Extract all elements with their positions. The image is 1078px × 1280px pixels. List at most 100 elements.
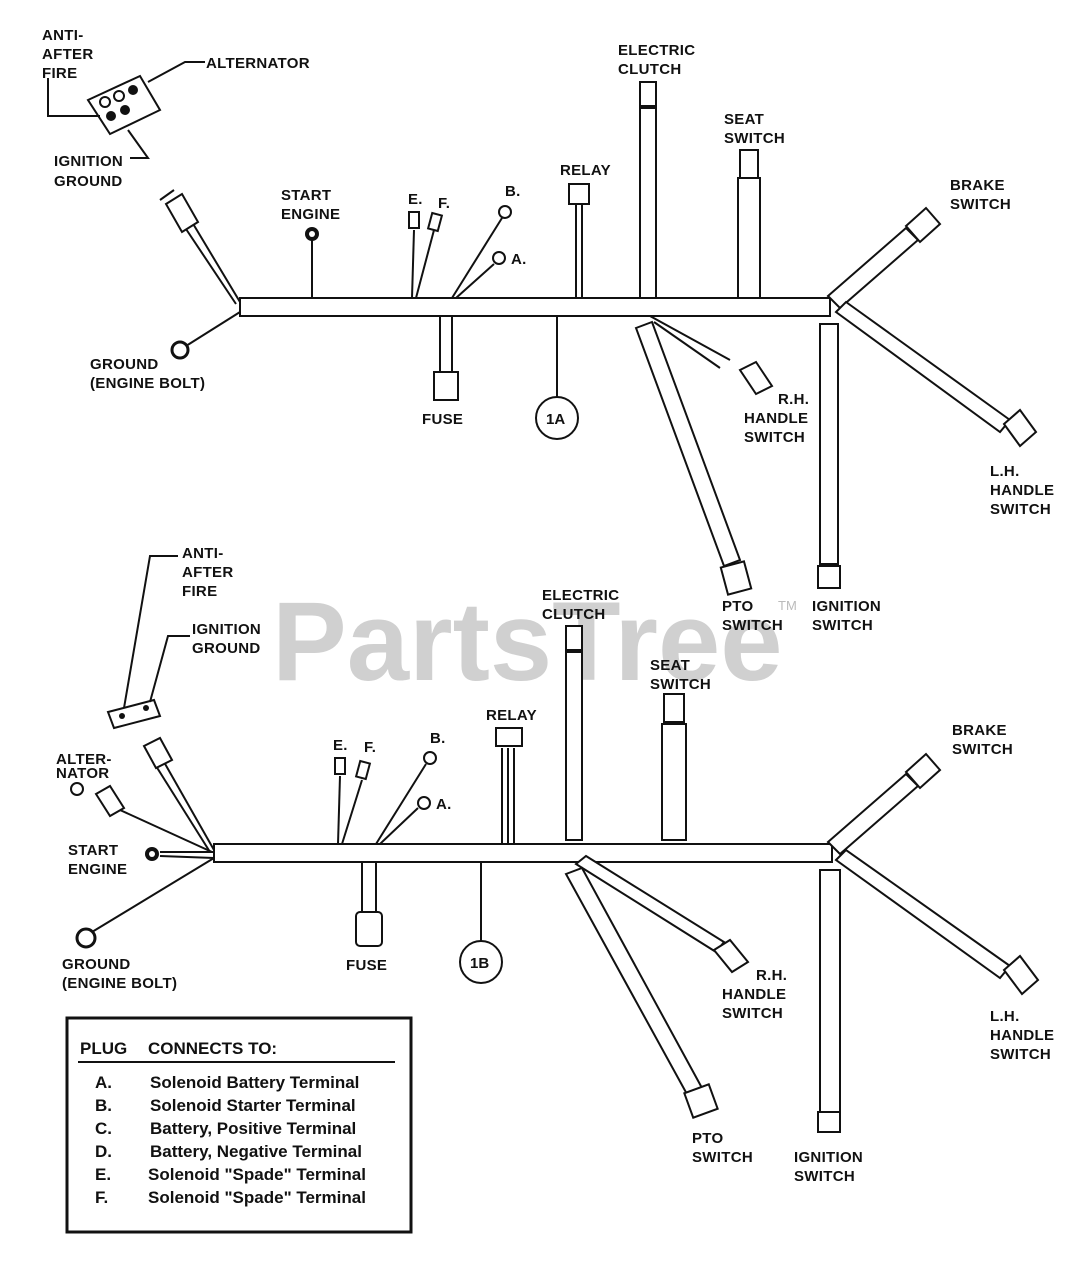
label-ground-1: GROUND <box>90 356 158 373</box>
brake-switch-connector <box>826 752 942 856</box>
label-brake-switch-1: BRAKE <box>950 177 1005 194</box>
label-ground-2: (ENGINE BOLT) <box>90 375 205 392</box>
trademark: TM <box>778 598 797 613</box>
harness-trunk <box>239 297 831 317</box>
label-start-engine-1: START <box>68 842 118 859</box>
label-brake-switch-1: BRAKE <box>952 722 1007 739</box>
plug-b-a <box>375 751 437 845</box>
label-lh-handle-3: SWITCH <box>990 1046 1051 1063</box>
label-brake-switch-2: SWITCH <box>950 196 1011 213</box>
plug-b-a <box>451 205 512 299</box>
label-brake-switch-2: SWITCH <box>952 741 1013 758</box>
label-ignition-ground-1: IGNITION <box>54 153 123 170</box>
label-pto-switch-1: PTO <box>692 1130 723 1147</box>
electric-clutch-connector <box>565 625 583 841</box>
label-electric-clutch-2: CLUTCH <box>542 606 605 623</box>
harness-1a: ANTI- AFTER FIRE ALTERNATOR IGNITION GRO… <box>42 27 1054 634</box>
label-anti-after-fire-2: AFTER <box>182 564 234 581</box>
label-plug-b: B. <box>505 183 521 200</box>
rh-handle-switch-connector <box>649 315 774 396</box>
label-rh-handle-1: R.H. <box>778 391 809 408</box>
legend-plug-b: B. <box>95 1096 112 1115</box>
reference-label-1b: 1B <box>470 955 489 972</box>
plug-e-f <box>334 757 372 845</box>
label-plug-e: E. <box>333 737 348 754</box>
label-plug-b: B. <box>430 730 446 747</box>
label-ignition-switch-1: IGNITION <box>794 1149 863 1166</box>
label-anti-after-fire-1: ANTI- <box>42 27 84 44</box>
label-ground-2: (ENGINE BOLT) <box>62 975 177 992</box>
fuse-holder <box>355 862 383 947</box>
lh-handle-switch-connector <box>834 848 1040 996</box>
harness-trunk <box>213 843 833 863</box>
legend-desc-c: Battery, Positive Terminal <box>150 1119 356 1138</box>
start-engine-terminal <box>145 847 215 861</box>
label-start-engine-1: START <box>281 187 331 204</box>
label-rh-handle-2: HANDLE <box>722 986 786 1003</box>
label-ground-1: GROUND <box>62 956 130 973</box>
label-rh-handle-1: R.H. <box>756 967 787 984</box>
plug-e-f <box>408 211 444 299</box>
label-rh-handle-3: SWITCH <box>744 429 805 446</box>
rh-handle-switch-connector <box>574 854 750 974</box>
fuse-holder <box>433 316 459 401</box>
legend-desc-f: Solenoid "Spade" Terminal <box>148 1188 366 1207</box>
label-lh-handle-2: HANDLE <box>990 1027 1054 1044</box>
label-lh-handle-2: HANDLE <box>990 482 1054 499</box>
alternator-connector <box>47 61 205 159</box>
seat-switch-connector <box>737 149 761 299</box>
reference-callout-1a <box>535 316 579 440</box>
label-alternator: ALTERNATOR <box>206 55 310 72</box>
label-electric-clutch-1: ELECTRIC <box>618 42 695 59</box>
label-pto-switch-2: SWITCH <box>692 1149 753 1166</box>
label-alternator-2: NATOR <box>56 765 109 782</box>
label-ignition-ground-2: GROUND <box>192 640 260 657</box>
label-fuse: FUSE <box>422 411 463 428</box>
label-rh-handle-3: SWITCH <box>722 1005 783 1022</box>
label-relay: RELAY <box>560 162 611 179</box>
legend-plug-c: C. <box>95 1119 112 1138</box>
left-plug-connector <box>159 189 241 305</box>
label-electric-clutch-1: ELECTRIC <box>542 587 619 604</box>
label-pto-switch-1: PTO <box>722 598 753 615</box>
legend-desc-a: Solenoid Battery Terminal <box>150 1073 359 1092</box>
label-plug-a: A. <box>511 251 527 268</box>
reference-callout-1b <box>459 862 503 984</box>
label-lh-handle-1: L.H. <box>990 1008 1020 1025</box>
label-seat-switch-1: SEAT <box>724 111 764 128</box>
anti-after-fire-connector <box>106 555 190 730</box>
label-electric-clutch-2: CLUTCH <box>618 61 681 78</box>
label-anti-after-fire-3: FIRE <box>42 65 77 82</box>
label-start-engine-2: ENGINE <box>281 206 340 223</box>
legend-desc-e: Solenoid "Spade" Terminal <box>148 1165 366 1184</box>
reference-label-1a: 1A <box>546 411 565 428</box>
label-seat-switch-1: SEAT <box>650 657 690 674</box>
label-ignition-switch-1: IGNITION <box>812 598 881 615</box>
label-ignition-ground-2: GROUND <box>54 173 122 190</box>
electric-clutch-connector <box>639 81 657 299</box>
lh-handle-switch-connector <box>834 300 1038 448</box>
watermark: PartsTree <box>272 579 783 704</box>
label-plug-f: F. <box>364 739 376 756</box>
label-anti-after-fire-2: AFTER <box>42 46 94 63</box>
ground-terminal <box>170 311 241 360</box>
label-plug-f: F. <box>438 195 450 212</box>
label-lh-handle-3: SWITCH <box>990 501 1051 518</box>
legend-plug-f: F. <box>95 1188 108 1207</box>
legend-desc-b: Solenoid Starter Terminal <box>150 1096 356 1115</box>
start-engine-terminal <box>305 227 319 298</box>
label-plug-e: E. <box>408 191 423 208</box>
ignition-switch-connector <box>817 869 841 1133</box>
label-lh-handle-1: L.H. <box>990 463 1020 480</box>
legend-header-plug: PLUG <box>80 1039 127 1058</box>
label-alternator-1: ALTER- <box>56 751 112 768</box>
label-ignition-switch-2: SWITCH <box>812 617 873 634</box>
ground-terminal <box>75 857 215 949</box>
label-plug-a: A. <box>436 796 452 813</box>
label-relay: RELAY <box>486 707 537 724</box>
seat-switch-connector <box>661 693 687 841</box>
label-rh-handle-2: HANDLE <box>744 410 808 427</box>
relay-connector <box>495 727 523 844</box>
